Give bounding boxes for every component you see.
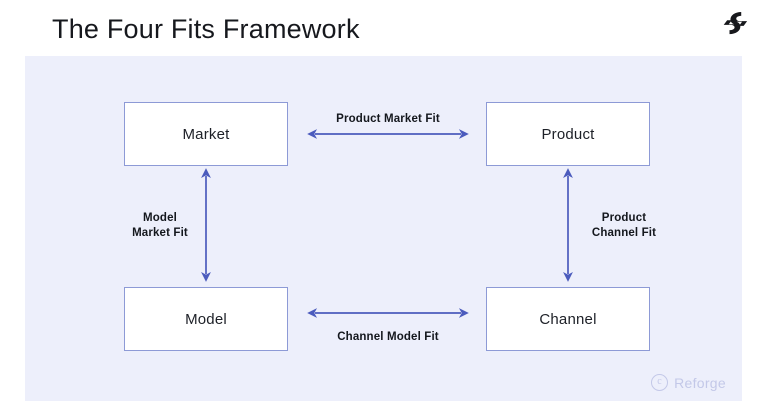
page-title: The Four Fits Framework	[52, 14, 360, 44]
node-market[interactable]: Market	[124, 102, 288, 166]
node-product[interactable]: Product	[486, 102, 650, 166]
diagram-panel: Market Product Model Channel Product Mar…	[25, 56, 742, 401]
node-product-label: Product	[541, 125, 595, 143]
edge-label-model-market-fit: Model Market Fit	[132, 212, 188, 239]
edge-label-product-channel-fit: Product Channel Fit	[591, 212, 657, 239]
edge-label-product-market-fit: Product Market Fit	[336, 113, 440, 125]
edge-label-channel-model-fit: Channel Model Fit	[337, 331, 439, 343]
watermark-text: Reforge	[674, 374, 726, 391]
node-model[interactable]: Model	[124, 287, 288, 351]
node-channel[interactable]: Channel	[486, 287, 650, 351]
node-market-label: Market	[182, 125, 230, 143]
node-model-label: Model	[185, 310, 227, 328]
copyright-icon: c	[651, 374, 669, 391]
node-channel-label: Channel	[539, 310, 597, 328]
reforge-watermark: c Reforge	[651, 374, 726, 391]
reforge-logo-icon	[722, 8, 752, 38]
